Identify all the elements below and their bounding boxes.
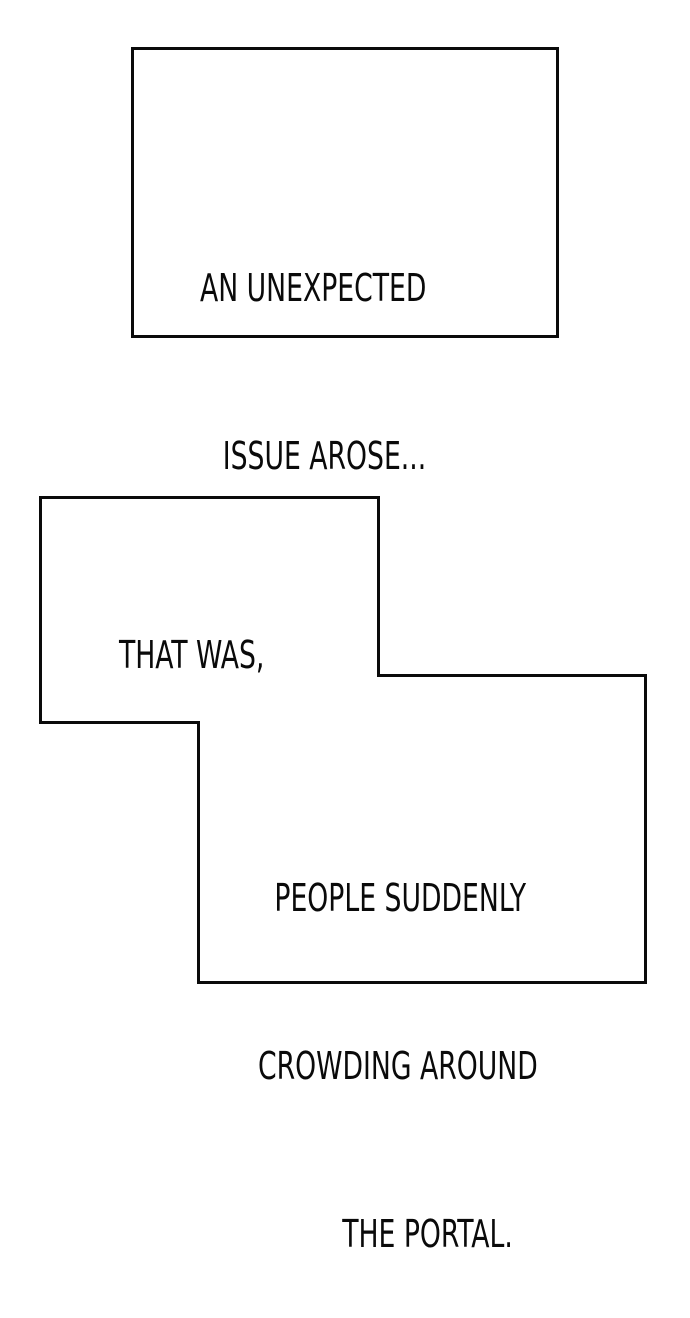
caption-text-1: AN UNEXPECTED ISSUE AROSE... bbox=[200, 148, 426, 540]
caption-box-1 bbox=[131, 47, 559, 338]
caption-text-3: PEOPLE SUDDENLY CROWDING AROUND THE PORT… bbox=[258, 758, 538, 1318]
caption-line: CROWDING AROUND bbox=[258, 1044, 538, 1088]
caption-line: AN UNEXPECTED bbox=[200, 266, 427, 310]
caption-box-2-lshape bbox=[39, 496, 647, 984]
caption-line: PEOPLE SUDDENLY bbox=[274, 876, 527, 920]
caption-line: THE PORTAL. bbox=[342, 1212, 513, 1256]
caption-line: THAT WAS, bbox=[118, 633, 265, 677]
caption-text-2: THAT WAS, bbox=[102, 571, 264, 683]
caption-line: ISSUE AROSE... bbox=[214, 434, 427, 478]
